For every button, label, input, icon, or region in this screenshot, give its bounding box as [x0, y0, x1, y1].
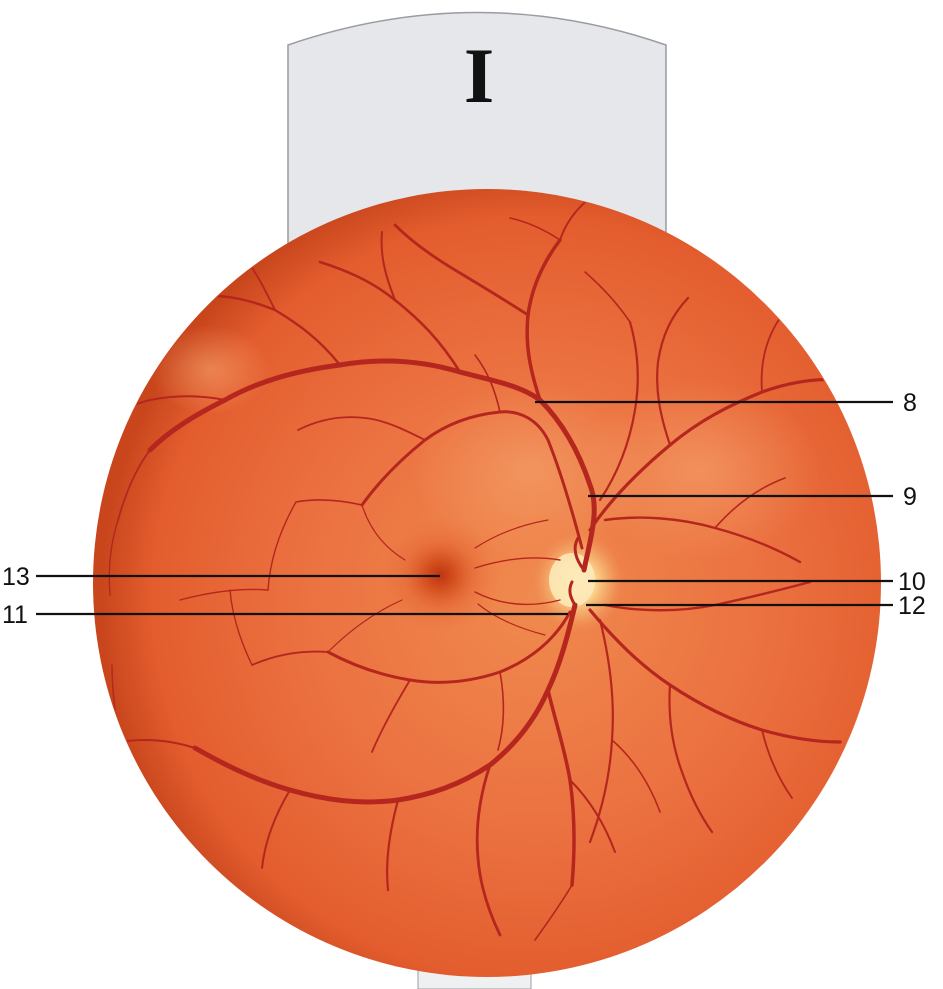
label-12: 12	[898, 592, 926, 620]
label-13: 13	[2, 563, 30, 591]
label-9: 9	[903, 483, 917, 511]
retina	[93, 189, 881, 977]
label-11: 11	[2, 601, 28, 629]
panel-letter: I	[464, 32, 494, 119]
label-8: 8	[903, 389, 917, 417]
